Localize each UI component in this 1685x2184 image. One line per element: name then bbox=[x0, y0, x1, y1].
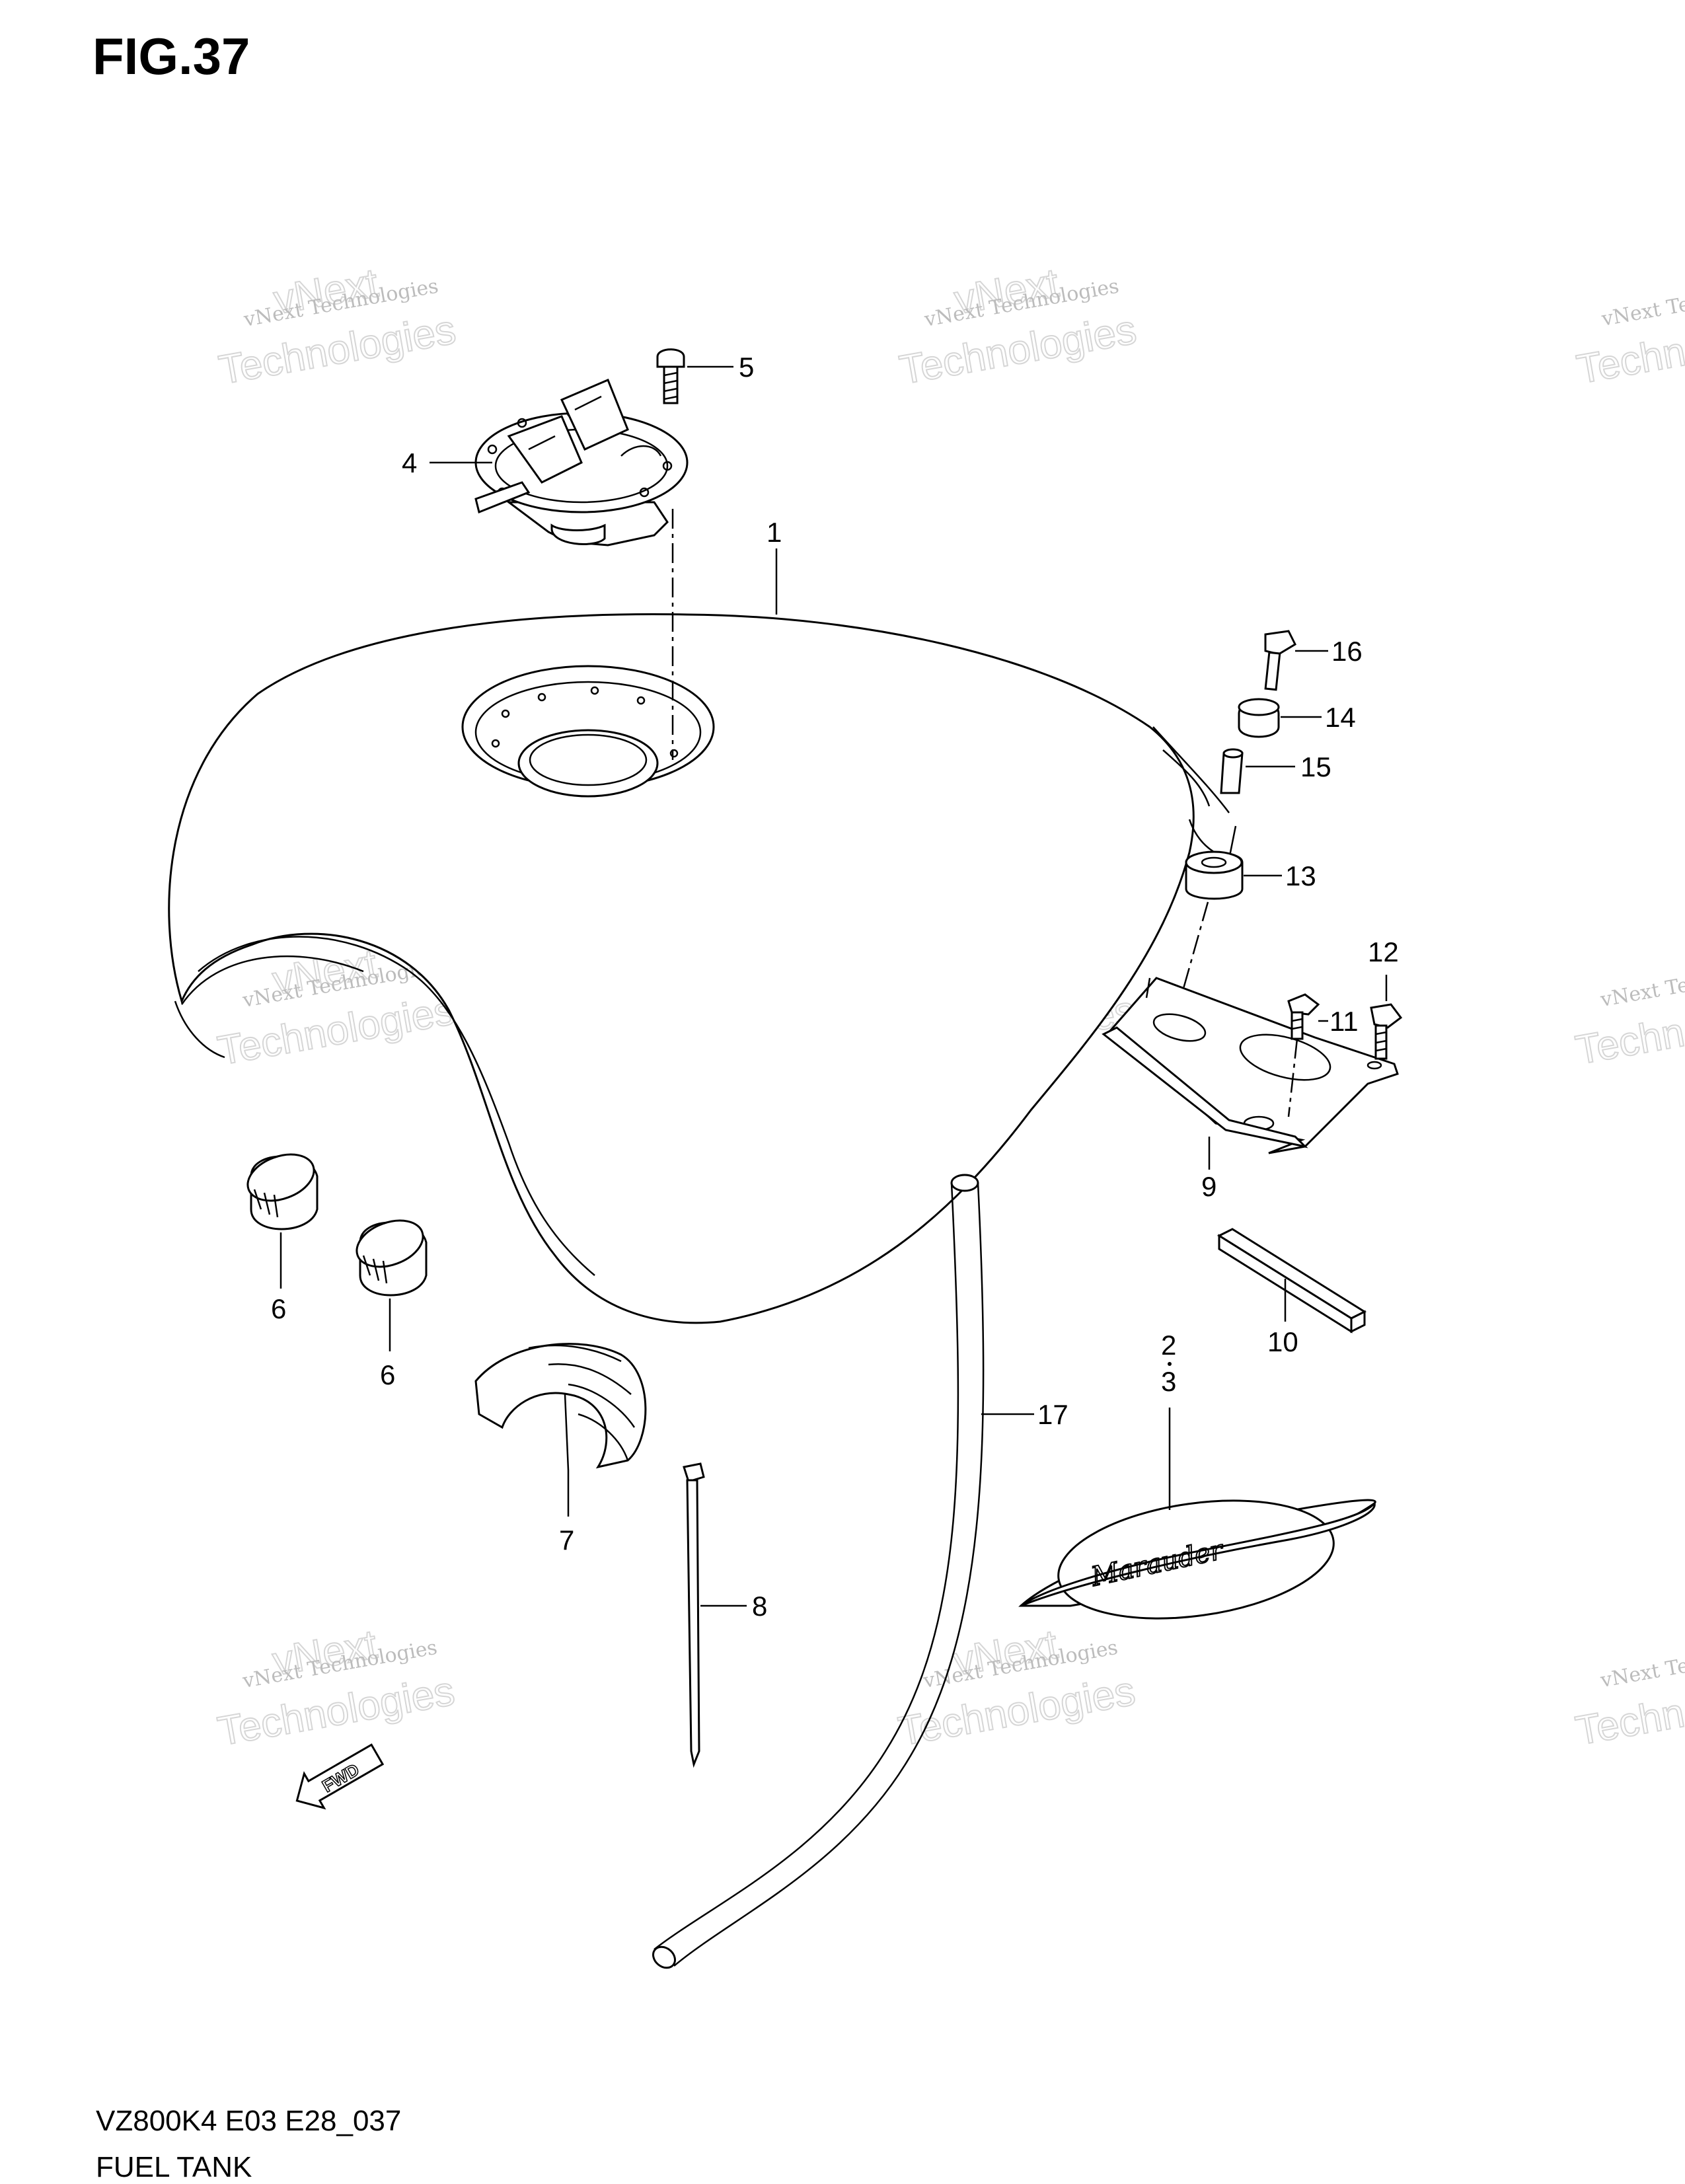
callout-13: 13 bbox=[1285, 860, 1316, 891]
callout-7: 7 bbox=[559, 1525, 574, 1556]
watermark-top-center: Technologies vNext vNext Technologies bbox=[895, 260, 1140, 394]
section-name: FUEL TANK bbox=[96, 2151, 252, 2183]
watermark-bottom-left: Technologies vNext vNext Technologies bbox=[214, 1621, 459, 1755]
figure-title: FIG.37 bbox=[93, 27, 250, 85]
callout-6-left: 6 bbox=[271, 1293, 286, 1324]
part-4-fuel-cap: 4 bbox=[402, 379, 689, 546]
callout-17: 17 bbox=[1037, 1399, 1068, 1430]
callout-3: 3 bbox=[1161, 1366, 1176, 1397]
callout-2: 2 bbox=[1161, 1330, 1176, 1361]
watermark-top-left: Technologies vNext vNext Technologies bbox=[215, 260, 459, 394]
watermark-text: vNext Technologies bbox=[1598, 955, 1685, 1012]
watermark-bottom-right: Technologies vNext Technologies bbox=[1572, 1636, 1685, 1755]
part-6-cap-left: 6 bbox=[246, 1153, 318, 1324]
part-7-guide: 7 bbox=[474, 1343, 647, 1556]
callout-10: 10 bbox=[1267, 1326, 1298, 1357]
watermark-top-right: Technologies vNext Technologies bbox=[1573, 274, 1685, 394]
part-16-bolt: 16 bbox=[1264, 630, 1363, 691]
watermark-mid-right: Technologies vNext Technologies bbox=[1572, 955, 1685, 1074]
model-code: VZ800K4 E03 E28_037 bbox=[96, 2105, 402, 2137]
part-6-cap-right: 6 bbox=[356, 1219, 428, 1390]
part-17-hose: 17 bbox=[652, 1174, 1068, 1969]
callout-5: 5 bbox=[739, 352, 754, 383]
part-2-3-emblem: Marauder 2 3 bbox=[1018, 1330, 1376, 1620]
watermark-text: vNext Technologies bbox=[1599, 274, 1685, 331]
part-13-cushion: 13 bbox=[1185, 850, 1316, 900]
callout-12: 12 bbox=[1368, 936, 1399, 967]
callout-8: 8 bbox=[752, 1591, 767, 1622]
callout-14: 14 bbox=[1325, 702, 1356, 733]
callout-15: 15 bbox=[1300, 751, 1331, 782]
callout-11: 11 bbox=[1329, 1006, 1359, 1037]
callout-separator-dot bbox=[1168, 1362, 1172, 1366]
watermark-text: vNext Technologies bbox=[1598, 1636, 1685, 1692]
part-14-grommet: 14 bbox=[1238, 698, 1356, 738]
part-9-bracket: 9 bbox=[1102, 977, 1399, 1202]
callout-6-right: 6 bbox=[380, 1359, 395, 1390]
part-11-bolt: 11 bbox=[1287, 993, 1359, 1117]
part-5-screw: 5 bbox=[656, 348, 754, 404]
part-1-fuel-tank: 1 bbox=[168, 517, 1237, 1324]
callout-4: 4 bbox=[402, 447, 417, 478]
fwd-direction-arrow: FWD bbox=[295, 1743, 385, 1810]
part-8-cable-tie: 8 bbox=[683, 1462, 767, 1768]
part-12-bolt: 12 bbox=[1368, 936, 1403, 1060]
part-15-spacer: 15 bbox=[1220, 748, 1331, 794]
callout-9: 9 bbox=[1201, 1171, 1217, 1202]
callout-1: 1 bbox=[767, 517, 782, 548]
callout-16: 16 bbox=[1331, 636, 1363, 667]
part-10-rubber-strip: 10 bbox=[1217, 1228, 1367, 1357]
